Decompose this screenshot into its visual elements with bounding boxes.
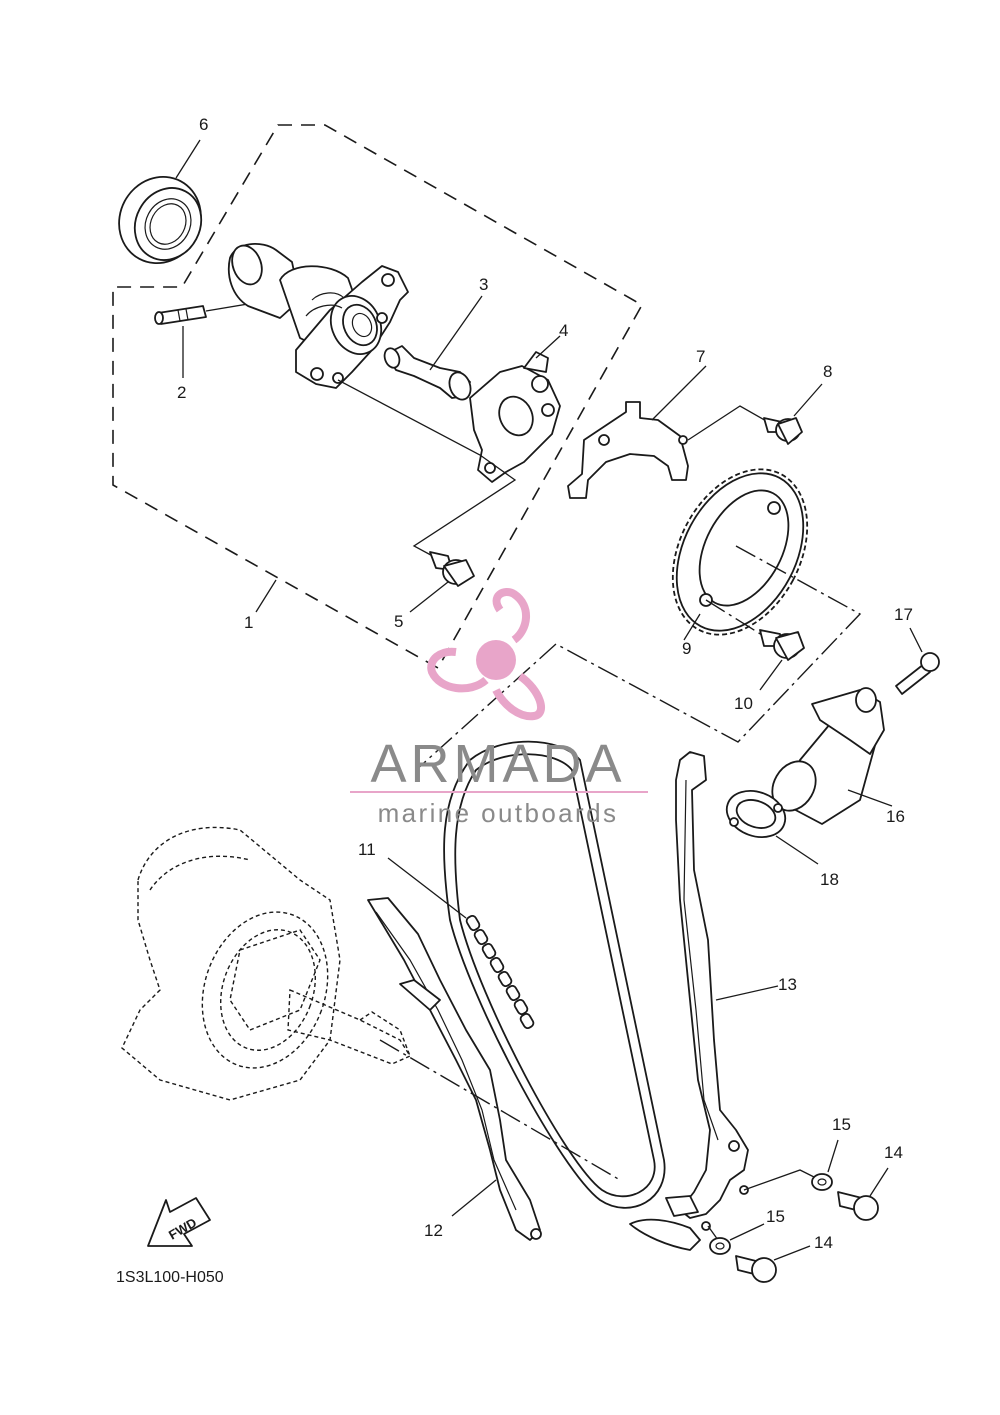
leader-part-8-link bbox=[687, 405, 769, 441]
chain-alignment-line bbox=[415, 545, 862, 771]
bolt-part-14a bbox=[837, 1167, 889, 1221]
propeller-logo-icon bbox=[427, 588, 545, 721]
crank-center-line bbox=[379, 1039, 621, 1181]
callout-1: 1 bbox=[244, 613, 253, 632]
leader-part-6 bbox=[175, 139, 201, 179]
callout-15a: 15 bbox=[832, 1115, 851, 1134]
gasket-part-18 bbox=[725, 790, 819, 865]
callout-16: 16 bbox=[886, 807, 905, 826]
callout-2: 2 bbox=[177, 383, 186, 402]
callout-8: 8 bbox=[823, 362, 832, 381]
watermark-brand: ARMADA bbox=[370, 734, 625, 794]
leader-part-1 bbox=[255, 579, 277, 613]
bolt-part-10 bbox=[759, 629, 805, 691]
decompressor-shaft-part-3 bbox=[383, 295, 483, 401]
bolt-part-5 bbox=[409, 551, 475, 613]
cam-sprocket-part-9 bbox=[671, 468, 809, 641]
chain-guide-part-12 bbox=[367, 897, 542, 1241]
bolt-part-17 bbox=[895, 627, 940, 695]
callout-14a: 14 bbox=[884, 1143, 903, 1162]
callout-9: 9 bbox=[682, 639, 691, 658]
washer-part-15a bbox=[811, 1139, 839, 1191]
timing-chain-part-11 bbox=[387, 740, 666, 1209]
callout-5: 5 bbox=[394, 612, 403, 631]
callout-10: 10 bbox=[734, 694, 753, 713]
callout-15b: 15 bbox=[766, 1207, 785, 1226]
callout-13: 13 bbox=[778, 975, 797, 994]
callout-7: 7 bbox=[696, 347, 705, 366]
bolt-part-14b bbox=[735, 1245, 811, 1283]
camshaft-part bbox=[227, 243, 409, 389]
bolt-part-8 bbox=[763, 383, 823, 445]
diagram-code: 1S3L100-H050 bbox=[116, 1269, 224, 1286]
callout-17: 17 bbox=[894, 605, 913, 624]
callout-11: 11 bbox=[358, 840, 376, 859]
camshaft-assembly-boundary bbox=[112, 124, 644, 670]
sprocket-bolt-line bbox=[705, 599, 771, 641]
callout-12: 12 bbox=[424, 1221, 443, 1240]
chain-link-detail bbox=[465, 915, 535, 1029]
leader-part-14a-link bbox=[743, 1169, 821, 1191]
decompressor-plate-part-4 bbox=[469, 335, 561, 483]
washer-part-15b bbox=[709, 1223, 765, 1255]
watermark: ARMADA marine outboards bbox=[350, 588, 648, 828]
tensioner-part-16 bbox=[771, 687, 893, 825]
crankshaft-outline bbox=[121, 826, 412, 1101]
callout-4: 4 bbox=[559, 321, 568, 340]
fwd-arrow-icon: FWD bbox=[147, 1197, 211, 1247]
callout-6: 6 bbox=[199, 115, 208, 134]
bearing-part-6 bbox=[118, 175, 203, 265]
callout-18: 18 bbox=[820, 870, 839, 889]
leader-part-5 bbox=[337, 379, 517, 561]
watermark-tagline: marine outboards bbox=[378, 798, 619, 828]
callout-14b: 14 bbox=[814, 1233, 833, 1252]
chain-guide-part-13 bbox=[629, 751, 779, 1251]
chain-guide-part-7 bbox=[567, 365, 707, 499]
callout-3: 3 bbox=[479, 275, 488, 294]
pin-part-2 bbox=[154, 299, 273, 325]
